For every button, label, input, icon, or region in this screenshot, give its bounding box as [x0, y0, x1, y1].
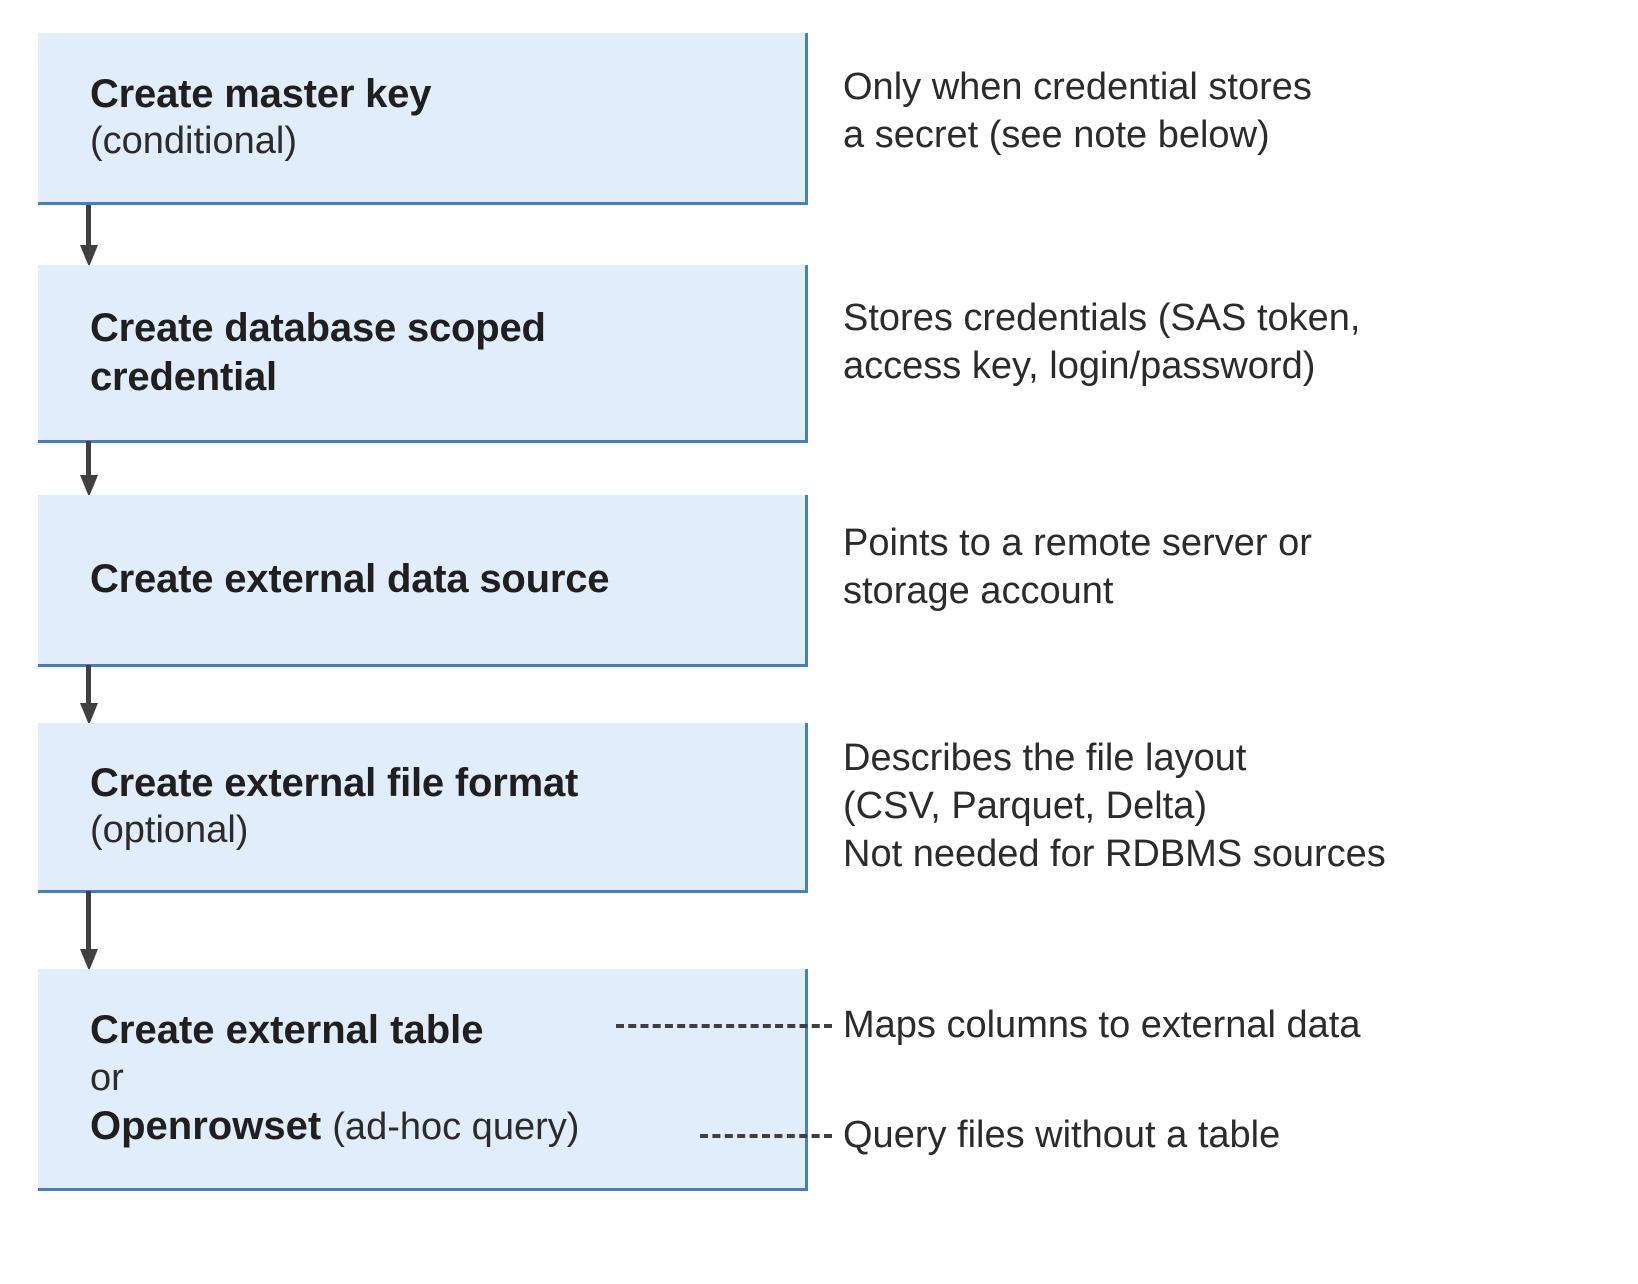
option-connector-label: or — [90, 1056, 124, 1099]
step-box-data-source: Create external data source — [38, 495, 808, 667]
arrow-down-icon-4 — [80, 891, 98, 971]
dashed-connector-openrowset — [700, 1134, 832, 1138]
step-box-scoped-credential: Create database scoped credential — [38, 265, 808, 443]
dashed-connector-external-table — [616, 1024, 832, 1028]
step-box-file-format: Create external file format (optional) — [38, 723, 808, 893]
step-title-file-format: Create external file format — [90, 760, 579, 805]
arrow-head — [80, 949, 98, 971]
step-description-master-key: Only when credential stores a secret (se… — [843, 66, 1312, 156]
option-openrowset-label: Openrowset — [90, 1104, 322, 1149]
option-openrowset-row: Openrowset (ad-hoc query) — [90, 1102, 805, 1151]
step-subtitle-file-format: (optional) — [90, 809, 249, 852]
option-openrowset-note: (ad-hoc query) — [332, 1106, 580, 1149]
step-subtitle-master-key: (conditional) — [90, 120, 297, 163]
step-description-scoped-credential: Stores credentials (SAS token, access ke… — [843, 297, 1361, 387]
arrow-shaft — [86, 205, 91, 245]
arrow-down-icon-2 — [80, 441, 98, 497]
step-title-master-key: Create master key — [90, 71, 432, 116]
arrow-head — [80, 703, 98, 725]
description-query-files: Query files without a table — [843, 1114, 1281, 1156]
arrow-head — [80, 245, 98, 267]
step-box-master-key: Create master key (conditional) — [38, 33, 808, 205]
arrow-shaft — [86, 665, 91, 703]
step-description-file-format: Describes the file layout (CSV, Parquet,… — [843, 737, 1386, 875]
option-external-table-label: Create external table — [90, 1008, 484, 1053]
arrow-head — [80, 475, 98, 497]
arrow-down-icon-3 — [80, 665, 98, 725]
arrow-down-icon-1 — [80, 205, 98, 267]
step-box-external-table: Create external table or Openrowset (ad-… — [38, 969, 808, 1191]
arrow-shaft — [86, 441, 91, 475]
step-title-scoped-credential: Create database scoped credential — [90, 305, 546, 399]
step-description-data-source: Points to a remote server or storage acc… — [843, 522, 1312, 612]
step-title-data-source: Create external data source — [90, 557, 610, 602]
arrow-shaft — [86, 891, 91, 949]
description-maps-columns: Maps columns to external data — [843, 1004, 1361, 1046]
